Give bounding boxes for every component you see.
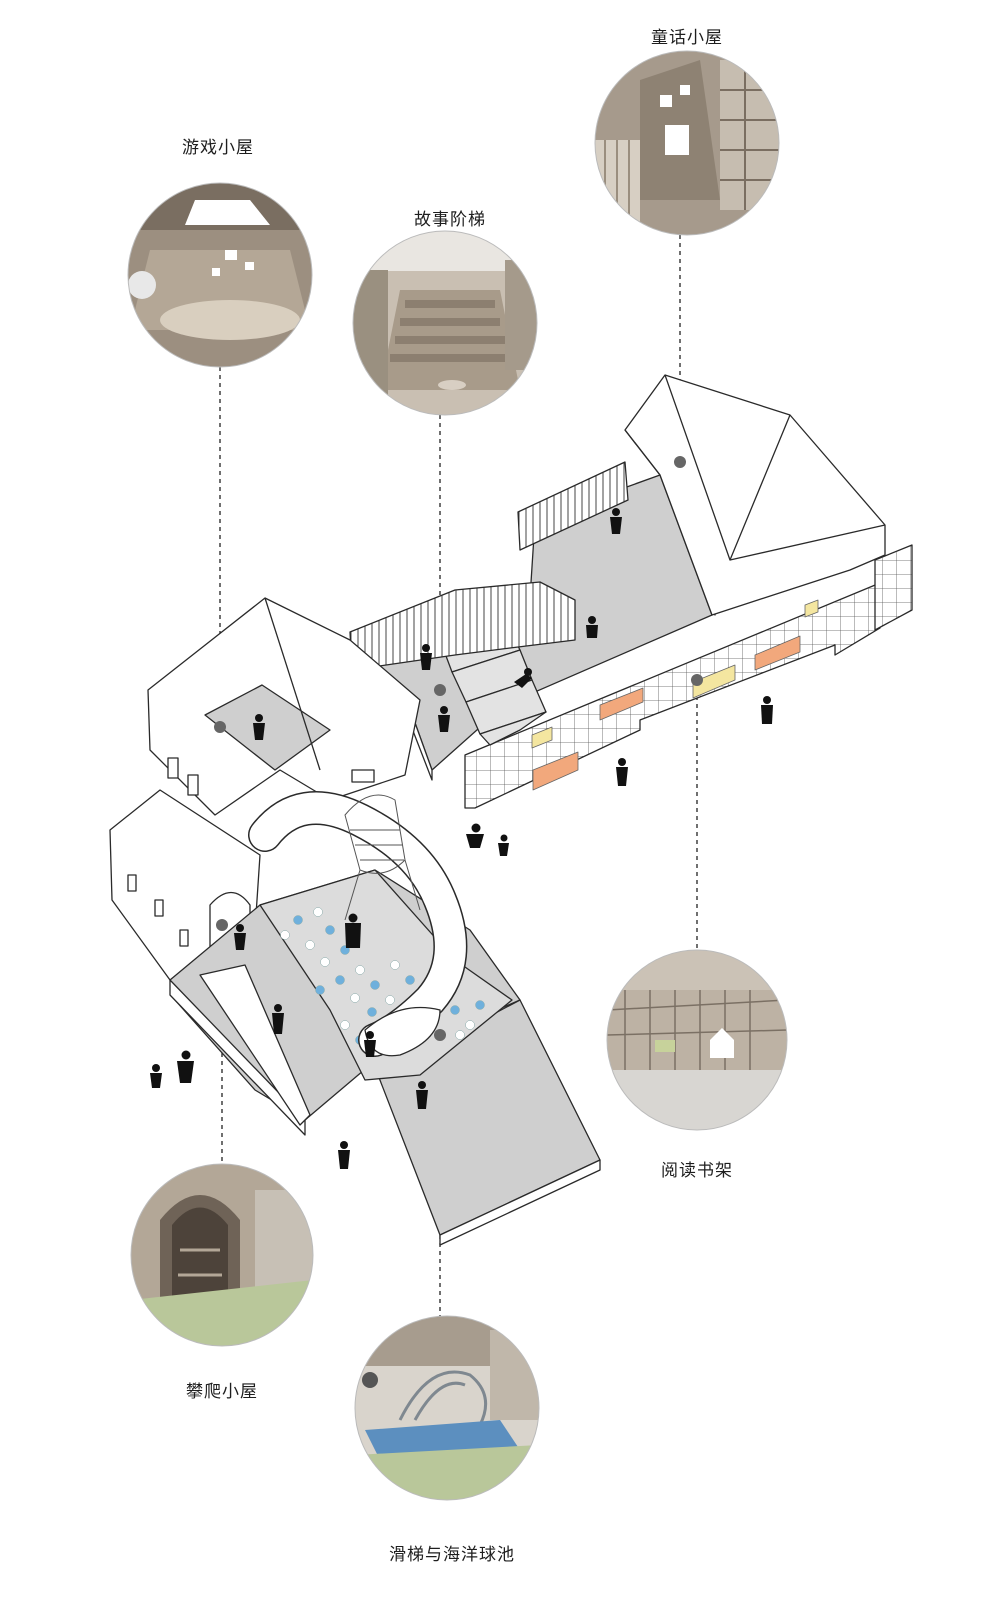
fairy-house-front [624,374,886,616]
person [610,508,622,534]
window [179,929,189,947]
person [234,924,246,950]
ramp-edge [439,1159,601,1246]
game-house-floor [204,684,331,771]
person [253,714,265,740]
label-climbing-house: 攀爬小屋 [186,1382,258,1402]
vignette-climbing-house [131,1164,313,1346]
label-story-stairs: 故事阶梯 [414,210,486,230]
people [150,508,773,1169]
person [498,834,509,856]
person [338,1141,350,1169]
label-reading-shelf: 阅读书架 [661,1161,733,1181]
window [167,757,179,779]
person [420,644,432,670]
reading-cushion [532,751,579,791]
leader-dots [214,456,703,1041]
label-slide-pool: 滑梯与海洋球池 [389,1545,515,1565]
ground-edge [169,979,306,1136]
window [187,774,199,796]
ball-pool [259,869,513,1081]
shelf-end-block [874,544,913,631]
person [364,1031,376,1057]
vignette-game-house [128,183,312,367]
vignette-slide-pool [355,1316,539,1500]
ground-low-step [199,964,311,1126]
window [127,874,137,892]
label-game-house: 游戏小屋 [182,138,254,158]
reading-cushion [692,664,736,699]
person [466,823,484,848]
person [586,616,598,648]
window [154,899,164,917]
person [416,1081,428,1109]
stair-railing [349,581,576,671]
reading-cushion [531,726,553,749]
vignette-reading-shelf [607,950,787,1130]
person [514,668,532,688]
back-railing [517,461,629,551]
person [177,1050,194,1083]
reading-cushion [804,599,819,618]
slide-landing [364,1006,441,1057]
person [616,758,628,786]
person [150,1064,162,1088]
building [109,374,913,1246]
reading-cushion [599,687,644,721]
person [761,696,773,724]
vignette-story-stairs [353,231,537,415]
label-fairy-house: 童话小屋 [651,28,723,48]
person [438,706,450,732]
reading-cushion [754,635,801,671]
climbing-frame [344,794,421,921]
person [272,1004,284,1034]
window [351,769,375,783]
person [345,913,361,948]
